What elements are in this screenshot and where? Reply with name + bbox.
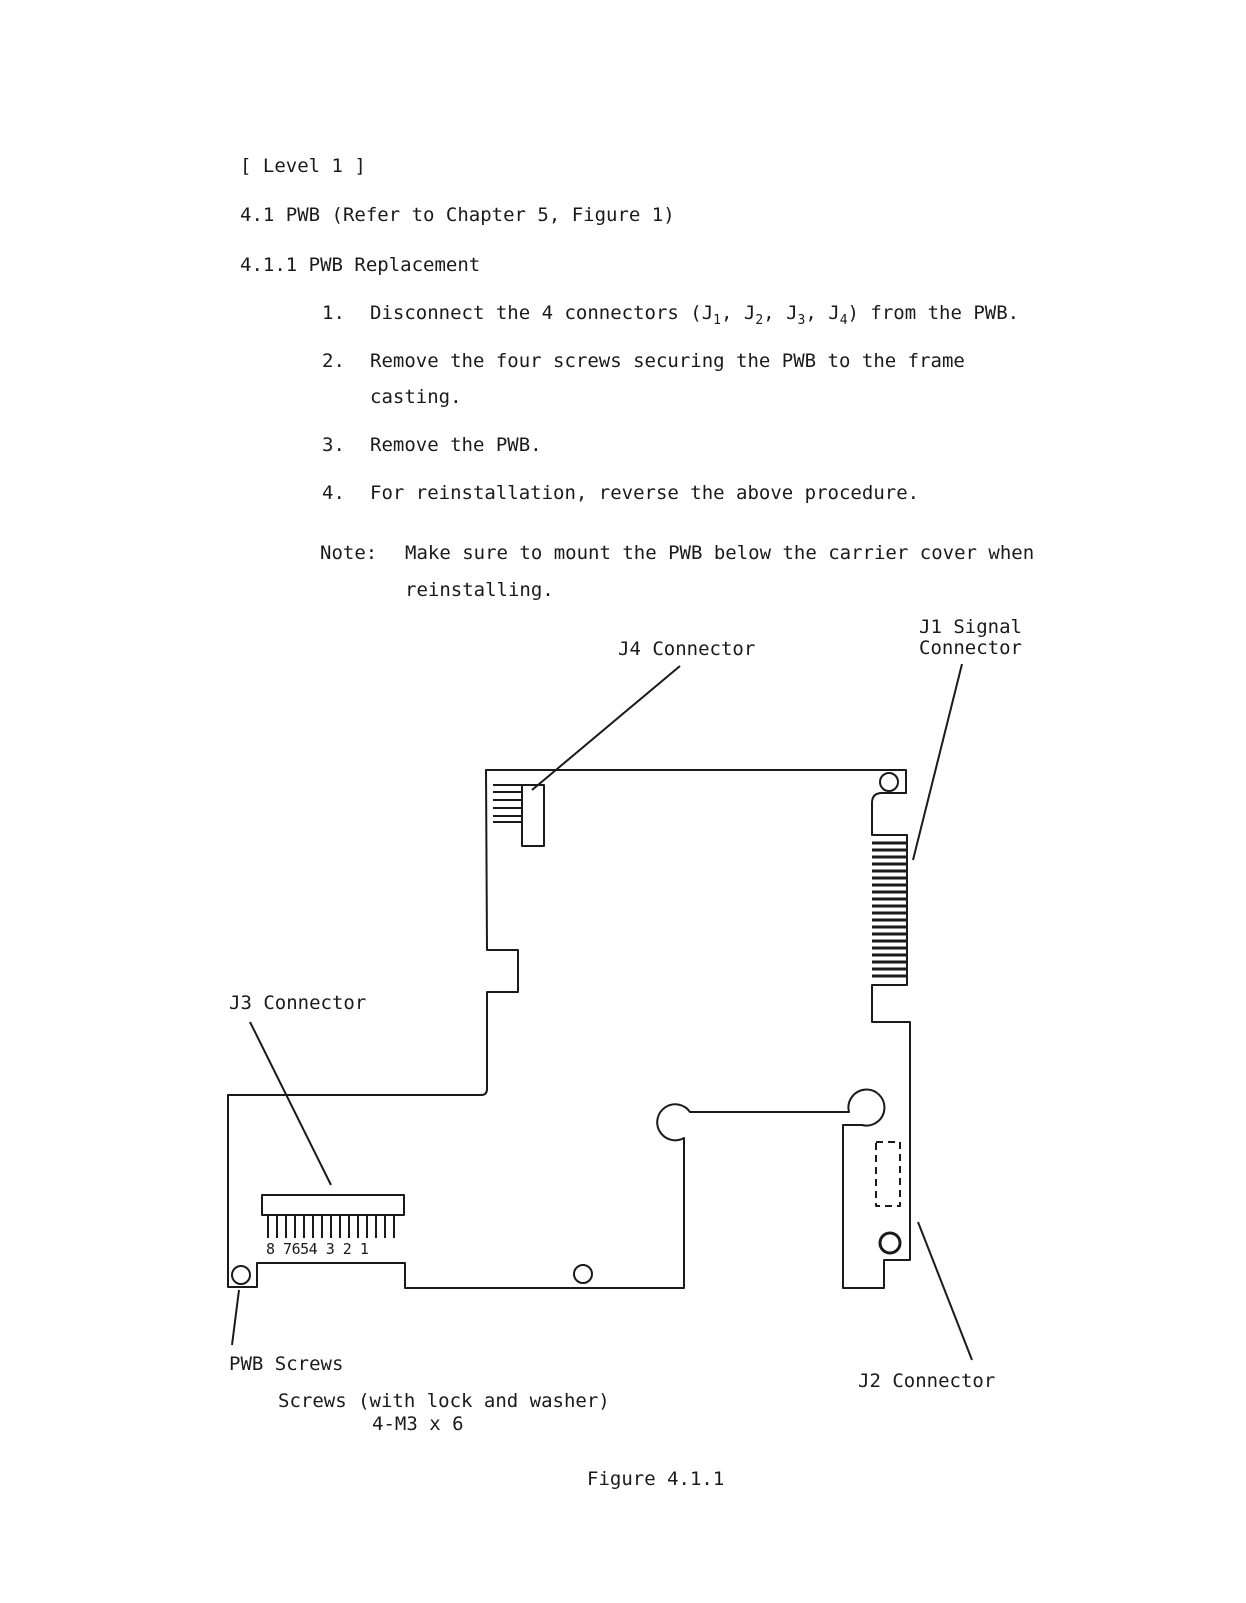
j3-pin-numbers: 8 7654 3 2 1 [266,1240,369,1258]
step-2-number: 2. [322,350,345,372]
label-j1-line1: J1 Signal [919,616,1022,638]
j4-connector-body [521,784,545,847]
connector-j3-base: J [786,302,798,324]
label-screws-size: 4-M3 x 6 [372,1413,464,1435]
subsection-heading: 4.1.1 PWB Replacement [240,254,481,276]
step-3-text: Remove the PWB. [370,434,542,456]
label-j4-connector: J4 Connector [618,638,756,660]
step-3-number: 3. [322,434,345,456]
step-1-text-start: Disconnect the 4 connectors (J [370,302,714,324]
leader-j4 [531,665,681,791]
j3-pins [267,1215,395,1238]
label-pwb-screws: PWB Screws [229,1353,344,1375]
figure-caption: Figure 4.1.1 [587,1468,725,1490]
step-2-text-line2: casting. [370,386,462,408]
label-j2-connector: J2 Connector [858,1370,996,1392]
screw-hole-top-right [879,772,899,792]
leader-j3 [249,1021,332,1186]
label-j1-line2: Connector [919,637,1022,659]
pwb-board-outline [227,769,911,1289]
step-2-text-line1: Remove the four screws securing the PWB … [370,350,965,372]
j2-connector-body [875,1141,901,1207]
note-label: Note: [320,542,378,564]
connector-j4-base: J [828,302,840,324]
note-text-line2: reinstalling. [405,579,554,601]
leader-pwb-screws [231,1289,240,1346]
connector-j2-base: J [743,302,756,324]
step-1-text-end: from the PWB. [858,302,1020,324]
leader-j1 [912,663,963,861]
connector-j4-sub: 4 [839,312,848,328]
screw-hole-bottom-center [573,1264,593,1284]
label-j3-connector: J3 Connector [229,992,367,1014]
step-4-text: For reinstallation, reverse the above pr… [370,482,920,504]
screw-hole-bottom-left [231,1265,251,1285]
step-1-number: 1. [322,302,345,324]
j1-edge-fingers [872,841,907,978]
connector-j1-sub: 1 [713,312,721,328]
label-screws-spec: Screws (with lock and washer) [278,1390,610,1412]
step-4-number: 4. [322,482,345,504]
j3-connector-body [261,1194,405,1216]
level-heading: [ Level 1 ] [240,155,366,177]
connector-j3-sub: 3 [797,312,806,328]
note-text-line1: Make sure to mount the PWB below the car… [405,542,1035,564]
step-1-text: Disconnect the 4 connectors (J1, J2, J3,… [370,302,1020,328]
section-heading: 4.1 PWB (Refer to Chapter 5, Figure 1) [240,204,675,226]
leader-j2 [917,1221,973,1361]
screw-hole-bottom-right [878,1231,902,1255]
connector-j2-sub: 2 [755,312,764,328]
